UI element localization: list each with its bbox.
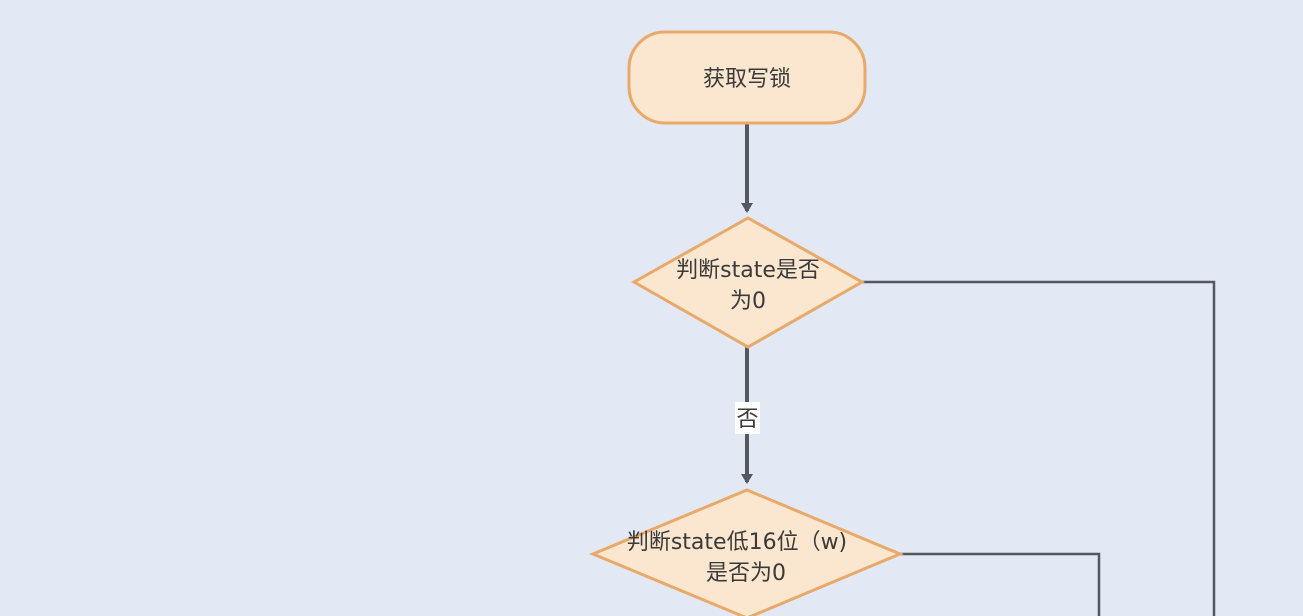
- start-node: 获取写锁: [627, 30, 867, 125]
- edge-decision2-right: [900, 552, 1101, 616]
- edge-decision1-right: [862, 280, 1216, 616]
- decision-node-low16-zero-line2: 是否为0: [706, 561, 786, 586]
- decision-node-state-zero-line2: 为0: [730, 289, 766, 314]
- start-node-label: 获取写锁: [703, 67, 791, 92]
- decision-node-low16-zero: 判断state低16位（w) 是否为0: [589, 488, 904, 616]
- edge-label-no: 否: [735, 402, 760, 434]
- edge-label-no-text: 否: [736, 407, 758, 432]
- decision-node-low16-zero-line1: 判断state低16位（w): [627, 530, 847, 555]
- decision-node-state-zero: 判断state是否 为0: [630, 216, 866, 349]
- decision-node-state-zero-line1: 判断state是否: [676, 258, 820, 283]
